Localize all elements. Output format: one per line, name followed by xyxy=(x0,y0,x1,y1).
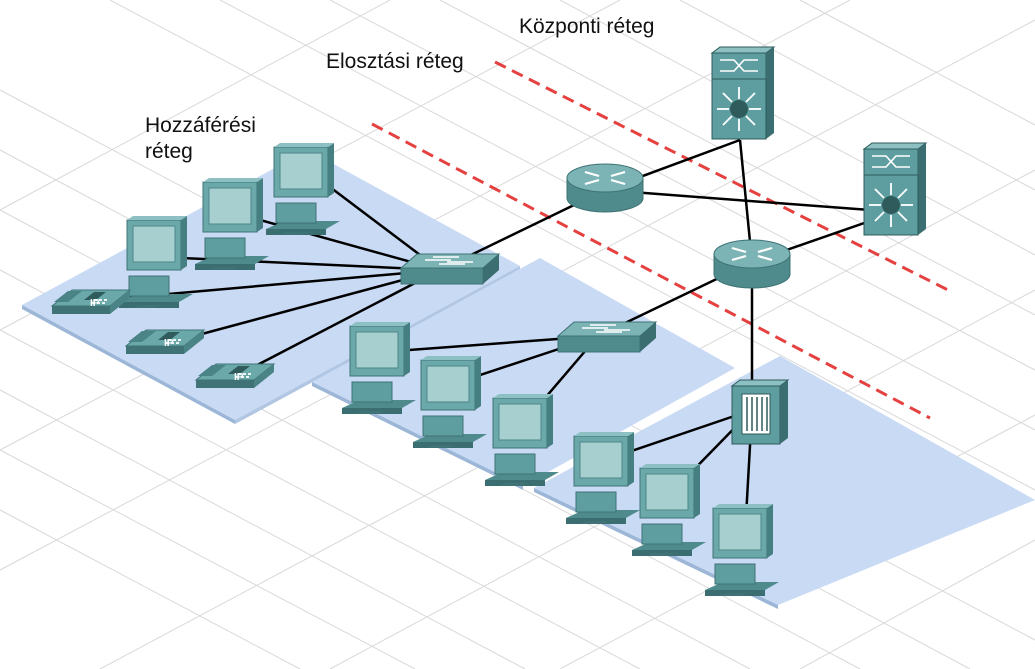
access-layer-label: Hozzáférési réteg xyxy=(145,113,305,165)
distribution-layer-label: Elosztási réteg xyxy=(326,50,464,73)
ip-label: IP xyxy=(90,298,100,309)
core-layer-label: Központi réteg xyxy=(519,15,655,38)
distribution-router-1-icon xyxy=(565,162,645,214)
pc-icon xyxy=(484,393,560,487)
pc-icon xyxy=(412,355,488,449)
ip-label: IP xyxy=(164,338,174,349)
distribution-router-2-icon xyxy=(712,238,792,290)
core-distribution-boundary xyxy=(494,60,949,292)
access-switch-2-icon xyxy=(557,321,657,353)
access-layer-label-line2: réteg xyxy=(145,140,193,163)
ip-phone-icon: IP xyxy=(195,363,275,389)
access-platform-2 xyxy=(312,258,735,486)
core-multilayer-switch-1-icon xyxy=(711,46,775,140)
pc-icon xyxy=(631,463,707,557)
core-multilayer-switch-2-icon xyxy=(863,142,927,236)
ip-label: IP xyxy=(234,372,244,383)
ip-phone-icon: IP xyxy=(51,289,131,315)
pc-icon xyxy=(194,177,270,271)
access-switch-1-icon xyxy=(400,253,500,285)
pc-icon xyxy=(565,431,641,525)
access-layer-label-line1: Hozzáférési xyxy=(145,114,256,137)
ip-phone-icon: IP xyxy=(125,329,205,355)
pc-icon xyxy=(118,215,194,309)
pc-icon xyxy=(704,503,780,597)
server-icon xyxy=(731,379,789,445)
layer-boundary-lines xyxy=(371,60,949,420)
pc-icon xyxy=(341,321,417,415)
distribution-access-boundary xyxy=(371,122,931,420)
